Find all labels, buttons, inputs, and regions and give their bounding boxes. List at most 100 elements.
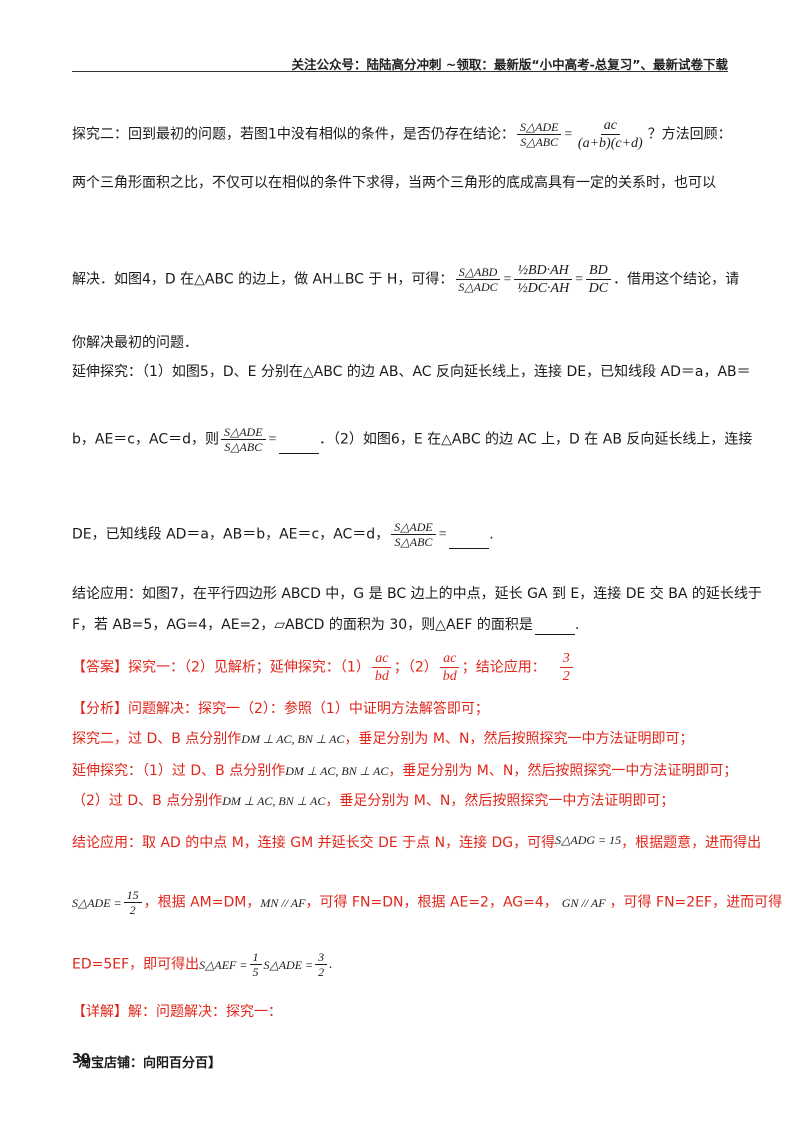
fraction-num: S△ABD (455, 265, 501, 280)
equals: = (437, 526, 448, 542)
analysis-line-2: 探究二，过 D、B 点分别作DM ⊥ AC, BN ⊥ AC，垂足分别为 M、N… (72, 729, 693, 749)
equals: = (267, 431, 278, 447)
text: ，垂足分别为 M、N，然后按照探究一中方法证明即可； (388, 763, 738, 779)
fraction-num: ac (372, 650, 392, 668)
text: 结论应用：取 AD 的中点 M，连接 GM 并延长交 DE 于点 N，连接 DG… (72, 835, 556, 851)
page-header: 关注公众号：陆陆高分冲刺 ~领取：最新版“小中高考-总复习”、最新试卷下载 (291, 57, 728, 72)
fraction-num: ac (440, 650, 460, 668)
text: . (329, 956, 333, 972)
fraction-den: ½DC·AH (517, 281, 570, 296)
paragraph-application: 结论应用：如图7，在平行四边形 ABCD 中，G 是 BC 边上的中点，延长 G… (72, 586, 762, 602)
text: ．借用这个结论，请 (613, 271, 740, 288)
text: 探究二：回到最初的问题，若图1中没有相似的条件，是否仍存在结论： (72, 126, 515, 143)
fraction-den: bd (374, 669, 389, 684)
fraction-num: S△ADE (516, 120, 562, 135)
answer-blank (279, 439, 320, 454)
fraction-den: DC (588, 281, 609, 296)
fraction-num: BD (586, 262, 611, 280)
paragraph-solve-original: 你解决最初的问题． (72, 335, 198, 351)
text: ，垂足分别为 M、N，然后按照探究一中方法证明即可； (325, 793, 675, 809)
paragraph-method-review: 两个三角形面积之比，不仅可以在相似的条件下求得，当两个三角形的底成高具有一定的关… (72, 175, 716, 191)
fraction-ac: ac(a+b)(c+d) (575, 117, 646, 152)
text: ，根据题意，进而得出 (621, 835, 762, 851)
fraction-num: 15 (123, 888, 142, 903)
text: 【答案】探究一：（2）见解析；延伸探究：（1） (72, 659, 370, 676)
text: . (574, 617, 580, 633)
text: ED=5EF，即可得出 (72, 956, 200, 973)
text: ，可得 FN=2EF，进而可得 (609, 894, 783, 911)
math: DM ⊥ AC, BN ⊥ AC (285, 764, 389, 778)
fraction-num: 1 (249, 950, 262, 965)
fraction-num: S△ADE (391, 520, 436, 535)
fraction-den: S△ABC (224, 440, 263, 454)
page-number: 30 (72, 1052, 91, 1067)
math: S△ADE = (72, 895, 122, 910)
fraction-num: ac (600, 117, 620, 135)
answer-blank (534, 620, 575, 635)
math: S△ADE = (263, 957, 314, 972)
fraction-num: ½BD·AH (514, 262, 572, 280)
text: . (489, 526, 494, 543)
fraction-num: 3 (559, 650, 573, 668)
text: ，根据 AM=DM， (143, 894, 261, 911)
math: DM ⊥ AC, BN ⊥ AC (222, 794, 326, 808)
text: ；（2） (393, 659, 438, 676)
fraction-den: 5 (252, 965, 259, 979)
header-rule (72, 71, 728, 72)
math: MN // AF (260, 895, 306, 910)
text: ，垂足分别为 M、N，然后按照探究一中方法证明即可； (344, 731, 694, 747)
fraction-den: S△ABC (520, 135, 559, 149)
analysis-line-3: 延伸探究：（1）过 D、B 点分别作DM ⊥ AC, BN ⊥ AC，垂足分别为… (72, 761, 737, 781)
text: 延伸探究：（1）过 D、B 点分别作 (72, 763, 286, 779)
fraction-den: (a+b)(c+d) (577, 136, 643, 151)
equals: = (563, 126, 573, 142)
math: S△ADG = 15 (555, 833, 622, 847)
text: 探究二，过 D、B 点分别作 (72, 731, 242, 747)
text: ？方法回顾： (647, 126, 732, 143)
fraction-num: 3 (315, 950, 328, 965)
fraction-den: 2 (318, 965, 325, 979)
paragraph-application-b: F，若 AB=5，AG=4，AE=2，▱ABCD 的面积为 30，则△AEF 的… (72, 615, 579, 635)
analysis-line-1: 【分析】问题解决：探究一（2）：参照（1）中证明方法解答即可； (72, 701, 489, 717)
fraction-den: S△ABC (394, 535, 433, 549)
text: （2）过 D、B 点分别作 (72, 793, 223, 809)
fraction-den: bd (442, 669, 457, 684)
text: ；结论应用： (461, 659, 546, 676)
fraction-den: S△ADC (458, 280, 498, 294)
text: DE，已知线段 AD＝a，AB＝b，AE＝c，AC＝d， (72, 526, 390, 543)
text: 解决．如图4，D 在△ABC 的边上，做 AH⊥BC 于 H，可得： (72, 271, 454, 288)
math: S△AEF = (199, 957, 248, 972)
text: b，AE＝c，AC＝d，则 (72, 431, 219, 448)
text: F，若 AB=5，AG=4，AE=2，▱ABCD 的面积为 30，则△AEF 的… (72, 617, 533, 633)
detail-line: 【详解】解：问题解决：探究一： (72, 1004, 282, 1020)
paragraph-extend-1: 延伸探究：（1）如图5，D、E 分别在△ABC 的边 AB、AC 反向延长线上，… (72, 364, 751, 380)
text: ，可得 FN=DN，根据 AE=2，AG=4， (305, 894, 558, 911)
fraction-den: 2 (562, 669, 570, 684)
analysis-line-5: 结论应用：取 AD 的中点 M，连接 GM 并延长交 DE 于点 N，连接 DG… (72, 830, 761, 853)
text: ．（2）如图6，E 在△ABC 的边 AC 上，D 在 AB 反向延长线上，连接 (319, 431, 753, 448)
fraction-den: 2 (129, 903, 136, 917)
shop-label: 淘宝店铺：向阳百分百】 (78, 1056, 222, 1071)
fraction-num: S△ADE (221, 425, 266, 440)
math: DM ⊥ AC, BN ⊥ AC (241, 732, 345, 746)
